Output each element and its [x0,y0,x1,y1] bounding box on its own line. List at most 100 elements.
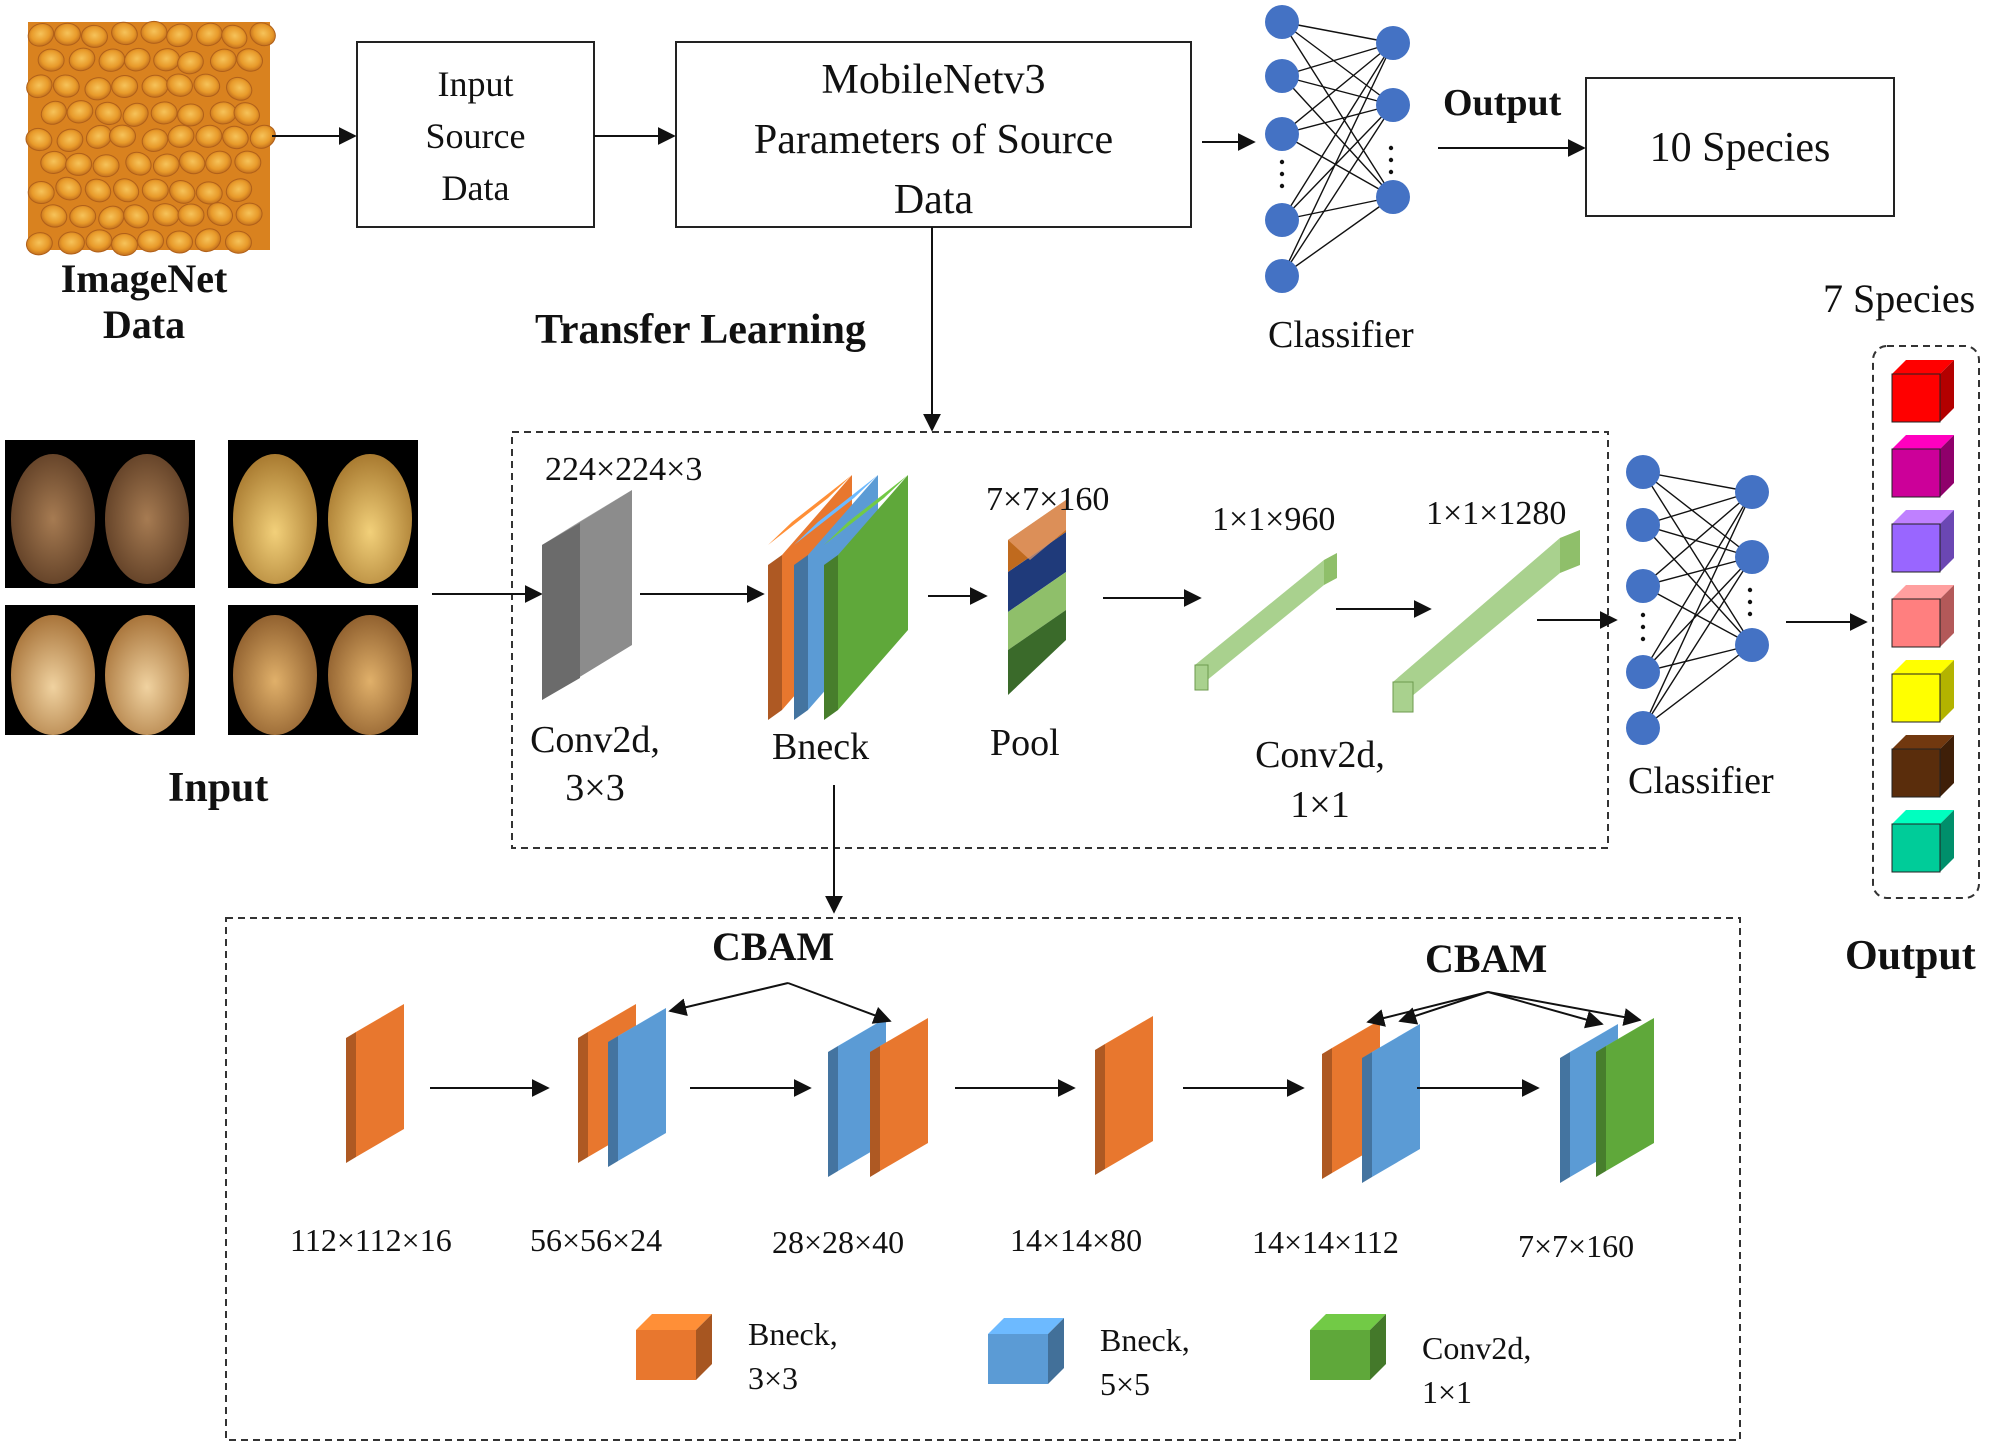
pool-dims-label: 7×7×160 [986,481,1110,518]
pool-label: Pool [990,722,1060,764]
bneck-label: Bneck [772,726,870,768]
cbam-right-label: CBAM [1425,936,1548,981]
conv-label-line1: Conv2d, [530,719,660,761]
feat1-dims-label: 1×1×960 [1212,501,1336,538]
node-left-0 [1265,5,1299,39]
cbam-layer-blocks [346,1004,1654,1183]
species7-label: 7 Species [1823,276,1976,321]
transfer-learning-label: Transfer Learning [535,307,866,353]
node-right-1 [1735,540,1769,574]
plate-56-blue [608,1008,666,1167]
feature-bar-1280 [1392,530,1580,713]
species-cube-4 [1891,585,1954,648]
species-cubes [1891,360,1954,873]
input-seed-images [5,440,418,735]
dim-label-6: 7×7×160 [1518,1228,1635,1264]
plate-14a-orange [1095,1016,1153,1175]
legend-label-3-line2: 1×1 [1422,1374,1473,1410]
mobilenet-box [675,41,1192,228]
mobilenet-line3: Data [893,177,974,223]
node-left-2 [1626,569,1660,603]
node-left-4 [1626,711,1660,745]
bneck-block [768,475,908,720]
legend-label-3-line1: Conv2d, [1422,1330,1532,1366]
species-cube-7 [1891,810,1954,873]
imagenet-label: ImageNet Data [28,256,260,348]
species10-label: 10 Species [1649,125,1831,171]
node-left-4 [1265,259,1299,293]
dim-label-4: 14×14×80 [1010,1222,1143,1258]
legend-cube-2 [988,1318,1064,1384]
mobilenet-text: MobileNetv3 Parameters of Source Data [676,50,1191,230]
legend-cube-1 [636,1314,712,1380]
node-right-1 [1376,88,1410,122]
plate-7-green [1596,1018,1654,1177]
top-classifier-label: Classifier [1268,314,1414,356]
imagenet-label-line2: Data [102,302,186,347]
legend-label-2-line2: 5×5 [1100,1366,1151,1402]
conv-label: Conv2d, 3×3 [505,716,685,812]
imagenet-label-line1: ImageNet [60,256,228,301]
node-right-0 [1735,475,1769,509]
plate-14b-blue [1362,1024,1420,1183]
species-cube-6 [1891,735,1954,798]
conv1x1-label-line2: 1×1 [1290,784,1350,826]
cbam-arrows-right [1366,991,1642,1029]
input-label: Input [168,765,269,811]
node-left-0 [1626,455,1660,489]
conv1x1-label: Conv2d, 1×1 [1230,730,1410,830]
node-right-2 [1735,628,1769,662]
node-left-1 [1265,59,1299,93]
legend-label-1: Bneck, 3×3 [748,1312,838,1400]
classifier-network-mid [1626,455,1769,745]
node-left-3 [1265,203,1299,237]
mid-classifier-label: Classifier [1628,760,1774,802]
feat2-dims-label: 1×1×1280 [1426,495,1567,532]
mid-output-label: Output [1845,933,1976,979]
legend-cube-3 [1310,1314,1386,1380]
mobilenet-line1: MobileNetv3 [821,57,1046,103]
bneck-green-slab [824,475,908,720]
species-cube-2 [1891,435,1954,498]
dim-label-5: 14×14×112 [1252,1224,1399,1260]
legend-cubes [636,1314,1386,1384]
conv-dims-label: 224×224×3 [545,451,703,488]
input-source-line3: Data [441,168,510,208]
dim-label-3: 28×28×40 [772,1224,905,1260]
classifier-network-top [1265,5,1410,293]
dim-label-2: 56×56×24 [530,1222,663,1258]
node-left-3 [1626,655,1660,689]
legend-label-1-line2: 3×3 [748,1360,799,1396]
legend-label-2-line1: Bneck, [1100,1322,1190,1358]
pool-block [1008,500,1066,695]
node-left-2 [1265,117,1299,151]
legend-label-3: Conv2d, 1×1 [1422,1326,1531,1414]
cbam-dashed-box [225,917,1741,1441]
input-source-line2: Source [425,116,526,156]
node-right-0 [1376,26,1410,60]
plate-112-orange [346,1004,404,1163]
species-cube-3 [1891,510,1954,573]
input-source-box [356,41,595,228]
conv-block [542,490,632,700]
input-source-text: Input Source Data [357,58,594,214]
legend-label-2: Bneck, 5×5 [1100,1318,1190,1406]
conv-label-line2: 3×3 [565,767,625,809]
top-output-label: Output [1443,82,1562,124]
species-cube-5 [1891,660,1954,723]
species10-box [1585,77,1895,217]
species-output-box [1872,345,1980,899]
imagenet-image [25,20,276,256]
conv1x1-label-line1: Conv2d, [1255,734,1385,776]
node-left-1 [1626,508,1660,542]
mobilenet-line2: Parameters of Source [753,117,1114,163]
cbam-arrows-left [668,982,892,1024]
node-right-2 [1376,180,1410,214]
plate-28-orange [870,1018,928,1177]
cbam-left-label: CBAM [712,924,835,969]
species-cube-1 [1891,360,1954,423]
legend-label-1-line1: Bneck, [748,1316,838,1352]
input-source-line1: Input [437,64,514,104]
dim-label-1: 112×112×16 [290,1222,452,1258]
